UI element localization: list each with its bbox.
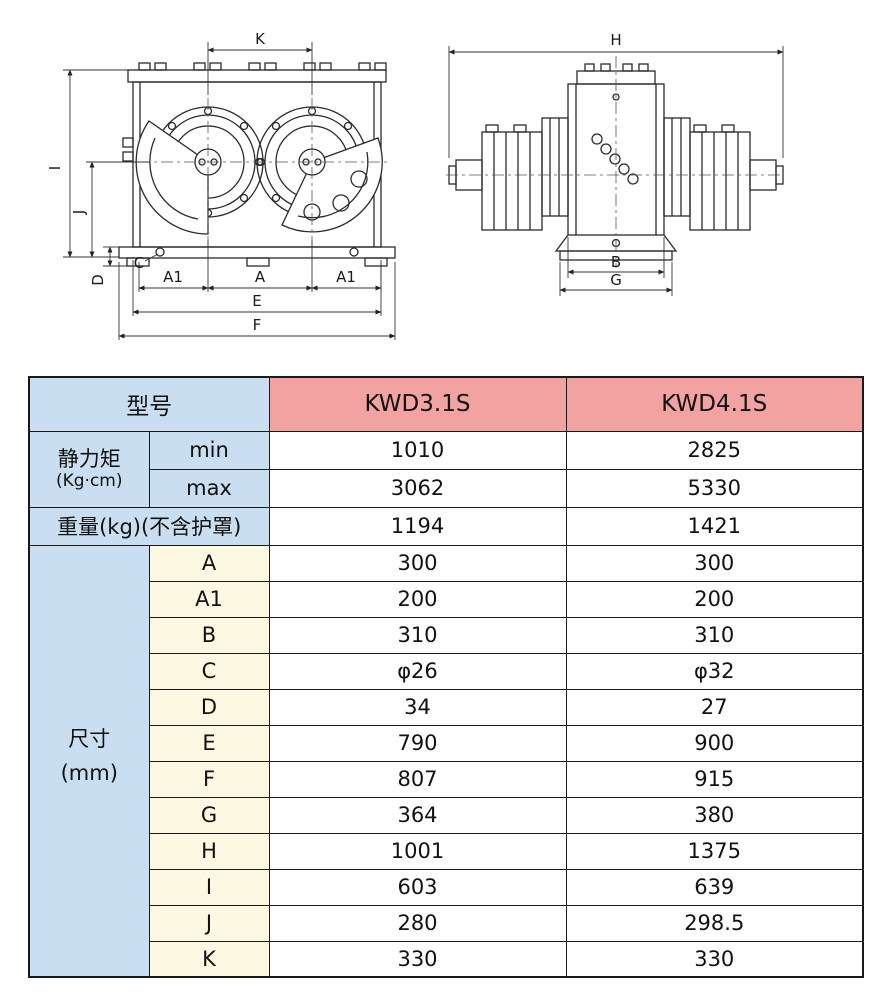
value-d-kwd41s: 27: [565, 688, 864, 726]
row-label-dim-j: J: [148, 904, 270, 942]
static-moment-group-label: 静力矩 (Kg·cm): [28, 430, 150, 508]
row-label-dim-c: C: [148, 652, 270, 690]
value-i-kwd31s: 603: [268, 868, 567, 906]
front-dimensions: [63, 42, 396, 340]
row-label-dim-a1: A1: [148, 580, 270, 618]
dimensions-group-label: 尺寸 (mm): [28, 544, 150, 978]
side-dimensions: [448, 46, 784, 296]
spec-table: 型号 KWD3.1S KWD4.1S 静力矩 (Kg·cm) min 1010 …: [28, 376, 864, 978]
row-label-dim-e: E: [148, 724, 270, 762]
row-label-dim-i: I: [148, 868, 270, 906]
side-flange-left: [541, 117, 569, 217]
dim-label-k: K: [255, 30, 266, 48]
value-e-kwd41s: 900: [565, 724, 864, 762]
row-label-max: max: [148, 468, 270, 508]
model-name-kwd31s: KWD3.1S: [268, 376, 567, 432]
dim-label-j: J: [70, 210, 88, 215]
row-label-dim-g: G: [148, 796, 270, 834]
value-i-kwd41s: 639: [565, 868, 864, 906]
value-d-kwd31s: 34: [268, 688, 567, 726]
value-k-kwd41s: 330: [565, 940, 864, 978]
value-h-kwd31s: 1001: [268, 832, 567, 870]
dim-label-i: I: [46, 166, 64, 170]
value-min-kwd31s: 1010: [268, 430, 567, 470]
value-f-kwd41s: 915: [565, 760, 864, 798]
eccentric-weight-right: [281, 137, 383, 233]
value-weight-kwd31s: 1194: [268, 506, 567, 546]
value-min-kwd41s: 2825: [565, 430, 864, 470]
row-label-dim-a: A: [148, 544, 270, 582]
front-top-bolts: [138, 62, 387, 71]
value-c-kwd31s: φ26: [268, 652, 567, 690]
dim-label-g: G: [610, 271, 622, 289]
value-a1-kwd31s: 200: [268, 580, 567, 618]
front-housing: [118, 69, 396, 267]
dim-label-b: B: [611, 253, 621, 271]
row-label-dim-f: F: [148, 760, 270, 798]
value-a-kwd31s: 300: [268, 544, 567, 582]
model-name-kwd41s: KWD4.1S: [565, 376, 864, 432]
value-a-kwd41s: 300: [565, 544, 864, 582]
weight-row-label: 重量(kg)(不含护罩): [28, 506, 270, 546]
row-label-dim-h: H: [148, 832, 270, 870]
dim-label-a: A: [255, 268, 266, 286]
side-bead-chain: [591, 133, 639, 185]
eccentric-weight-left: [135, 120, 209, 235]
static-moment-unit: (Kg·cm): [55, 471, 123, 492]
value-e-kwd31s: 790: [268, 724, 567, 762]
dim-label-e: E: [252, 292, 261, 310]
side-center-lines: [446, 56, 784, 268]
side-view-drawing: [448, 63, 784, 261]
dim-label-c: C: [134, 254, 144, 272]
value-g-kwd41s: 380: [565, 796, 864, 834]
value-j-kwd41s: 298.5: [565, 904, 864, 942]
value-h-kwd41s: 1375: [565, 832, 864, 870]
side-weight-stack-right: [689, 124, 751, 231]
model-header-label: 型号: [28, 376, 270, 432]
dimensions-label: 尺寸: [68, 726, 111, 751]
dim-label-a1-left: A1: [163, 268, 183, 286]
row-label-min: min: [148, 430, 270, 470]
value-a1-kwd41s: 200: [565, 580, 864, 618]
technical-drawings: K I J D C A1 A A1 E F: [46, 30, 784, 340]
front-view-drawing: [118, 62, 396, 267]
row-label-dim-b: B: [148, 616, 270, 654]
dim-label-h: H: [610, 31, 621, 49]
value-j-kwd31s: 280: [268, 904, 567, 942]
value-b-kwd41s: 310: [565, 616, 864, 654]
value-c-kwd41s: φ32: [565, 652, 864, 690]
front-center-lines: [138, 98, 387, 240]
row-label-dim-d: D: [148, 688, 270, 726]
side-body: [554, 63, 678, 261]
value-max-kwd31s: 3062: [268, 468, 567, 508]
value-weight-kwd41s: 1421: [565, 506, 864, 546]
dimensions-unit: (mm): [60, 760, 118, 785]
value-f-kwd31s: 807: [268, 760, 567, 798]
dim-label-a1-right: A1: [336, 268, 356, 286]
dim-label-f: F: [253, 316, 262, 334]
dim-label-d: D: [89, 274, 107, 286]
row-label-dim-k: K: [148, 940, 270, 978]
value-max-kwd41s: 5330: [565, 468, 864, 508]
value-g-kwd31s: 364: [268, 796, 567, 834]
static-moment-label: 静力矩: [57, 446, 121, 471]
side-weight-stack-left: [481, 124, 543, 231]
value-b-kwd31s: 310: [268, 616, 567, 654]
value-k-kwd31s: 330: [268, 940, 567, 978]
side-flange-right: [663, 117, 691, 217]
